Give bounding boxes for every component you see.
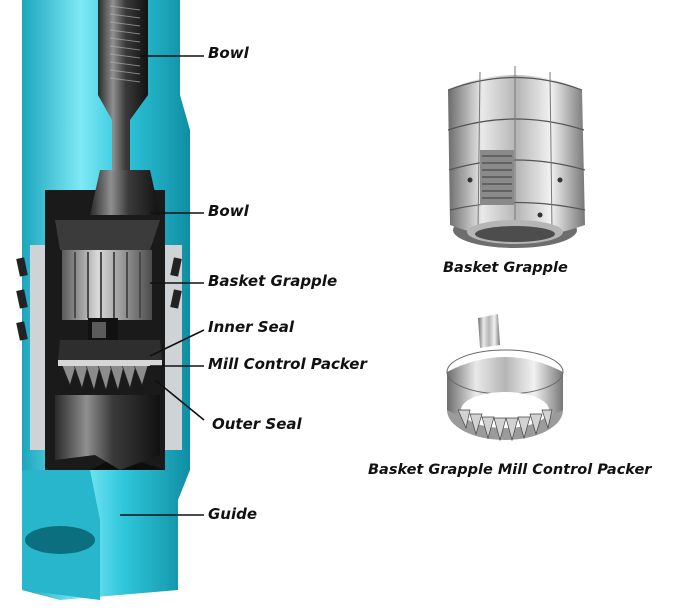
caption-basket-grapple: Basket Grapple — [443, 260, 568, 276]
callout-bowl-top: Bowl — [208, 44, 249, 62]
overshot-body — [16, 0, 190, 600]
caption-basket-grapple-mill-control-packer: Basket Grapple Mill Control Packer — [368, 462, 652, 478]
basket-grapple-illustration — [447, 66, 586, 248]
callout-basket-grapple: Basket Grapple — [208, 272, 338, 290]
callout-guide: Guide — [208, 505, 258, 523]
callout-leaders — [120, 55, 205, 516]
callout-outer-seal: Outer Seal — [212, 415, 302, 433]
callout-mill-control-packer: Mill Control Packer — [208, 355, 367, 373]
mill-control-packer-illustration — [446, 314, 564, 442]
callout-bowl-lower: Bowl — [208, 202, 249, 220]
callout-inner-seal: Inner Seal — [208, 318, 294, 336]
